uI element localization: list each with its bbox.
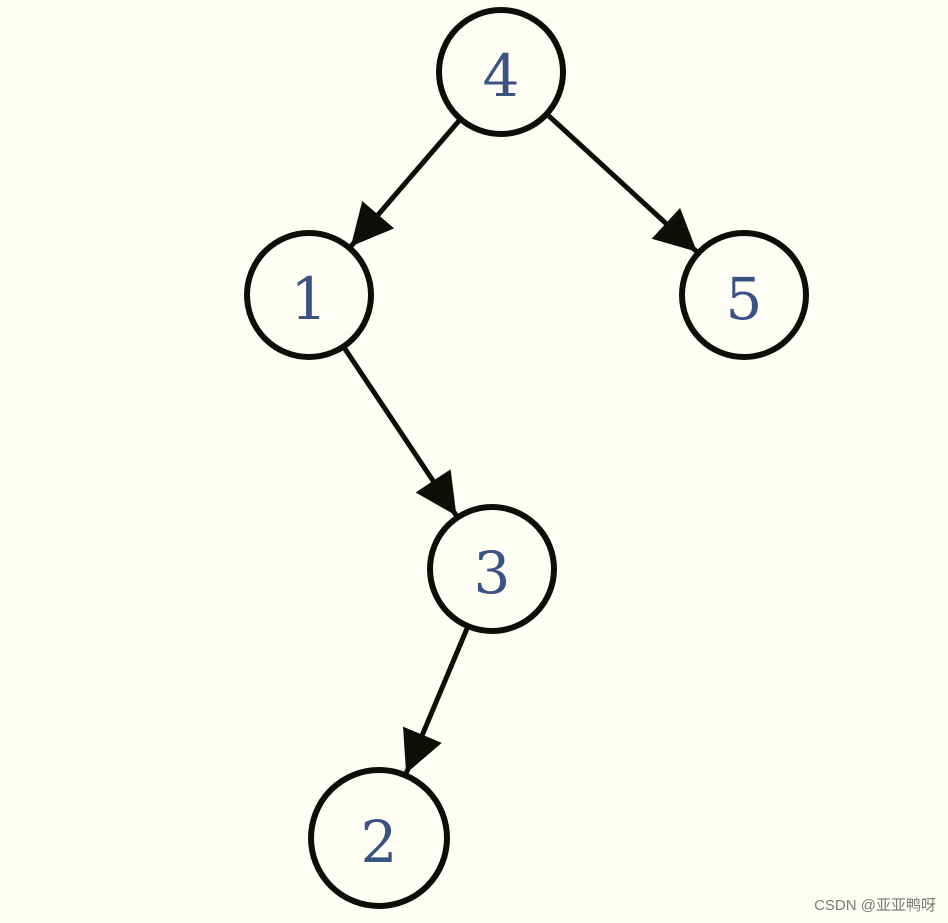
node-label: 2: [361, 808, 398, 876]
watermark: CSDN @亚亚鸭呀: [814, 897, 936, 914]
edge-arrow: [340, 344, 459, 519]
tree-node: 1: [244, 230, 374, 360]
edges-layer: [340, 111, 700, 776]
edge-arrow: [348, 116, 464, 249]
tree-node: 2: [308, 767, 450, 909]
tree-node: 4: [436, 7, 566, 137]
node-label: 4: [483, 42, 520, 110]
node-label: 3: [474, 539, 511, 607]
edge-arrow: [403, 623, 471, 776]
tree-node: 3: [427, 504, 557, 634]
edge-arrow: [544, 111, 700, 255]
nodes-layer: 4 1 5 3 2: [244, 7, 809, 909]
node-label: 1: [291, 265, 328, 333]
tree-node: 5: [679, 230, 809, 360]
node-label: 5: [726, 265, 763, 333]
